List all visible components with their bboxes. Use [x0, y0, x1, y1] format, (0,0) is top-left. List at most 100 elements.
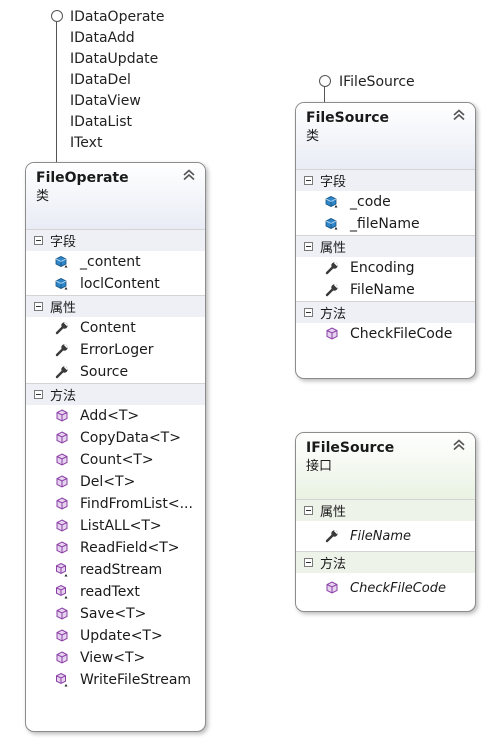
- collapse-toggle-icon[interactable]: [304, 176, 313, 185]
- method-cube-icon: [54, 540, 70, 556]
- property-item[interactable]: FileName: [296, 521, 475, 551]
- class-header[interactable]: FileOperate 类: [26, 163, 205, 229]
- method-cube-icon: [54, 496, 70, 512]
- private-method-cube-icon: [54, 584, 70, 600]
- method-cube-icon: [54, 518, 70, 534]
- method-item[interactable]: ReadField<T>: [26, 537, 205, 559]
- section-header-properties[interactable]: 属性: [26, 295, 205, 317]
- collapse-toggle-icon[interactable]: [304, 308, 313, 317]
- member-name: _code: [350, 194, 391, 210]
- field-item[interactable]: _fileName: [296, 213, 475, 235]
- field-item[interactable]: _content: [26, 251, 205, 273]
- collapse-toggle-icon[interactable]: [304, 558, 313, 567]
- interface-label: IFileSource: [339, 74, 415, 90]
- member-name: loclContent: [80, 276, 160, 292]
- method-cube-icon: [54, 430, 70, 446]
- method-cube-icon: [54, 452, 70, 468]
- double-chevron-up-icon[interactable]: [451, 108, 467, 122]
- member-name: Count<T>: [80, 452, 154, 468]
- interface-label: IText: [70, 135, 103, 151]
- method-item[interactable]: Add<T>: [26, 405, 205, 427]
- method-item[interactable]: FindFromList<...: [26, 493, 205, 515]
- class-title: FileOperate: [36, 170, 129, 186]
- method-cube-icon: [54, 408, 70, 424]
- method-item[interactable]: CheckFileCode: [296, 323, 475, 345]
- method-item[interactable]: CopyData<T>: [26, 427, 205, 449]
- collapse-toggle-icon[interactable]: [34, 236, 43, 245]
- method-item[interactable]: Update<T>: [26, 625, 205, 647]
- section-label: 方法: [320, 307, 347, 322]
- property-item[interactable]: Source: [26, 361, 205, 383]
- interface-header[interactable]: IFileSource 接口: [296, 433, 475, 499]
- method-item[interactable]: Count<T>: [26, 449, 205, 471]
- member-name: Save<T>: [80, 606, 147, 622]
- interface-title: IFileSource: [306, 440, 395, 456]
- member-name: Encoding: [350, 260, 415, 276]
- property-item[interactable]: Content: [26, 317, 205, 339]
- member-name: _content: [80, 254, 141, 270]
- property-item[interactable]: FileName: [296, 279, 475, 301]
- method-item[interactable]: ListALL<T>: [26, 515, 205, 537]
- property-item[interactable]: Encoding: [296, 257, 475, 279]
- wrench-icon: [324, 528, 340, 544]
- interface-lollipop-icon: [51, 10, 63, 22]
- section-header-properties[interactable]: 属性: [296, 235, 475, 257]
- class-header[interactable]: FileSource 类: [296, 103, 475, 169]
- file-operate-class-box[interactable]: FileOperate 类 字段 _content loclContent 属性…: [25, 162, 206, 732]
- wrench-icon: [54, 364, 70, 380]
- collapse-toggle-icon[interactable]: [34, 390, 43, 399]
- member-name: Add<T>: [80, 408, 140, 424]
- section-header-properties[interactable]: 属性: [296, 499, 475, 521]
- interface-label: IDataView: [70, 93, 141, 109]
- member-name: _fileName: [350, 216, 420, 232]
- method-item[interactable]: Save<T>: [26, 603, 205, 625]
- member-name: Del<T>: [80, 474, 136, 490]
- section-fields: 字段 _code _fileName: [296, 169, 475, 235]
- member-name: WriteFileStream: [80, 672, 192, 688]
- method-cube-icon: [324, 326, 340, 342]
- method-item[interactable]: CheckFileCode: [296, 573, 475, 603]
- collapse-toggle-icon[interactable]: [34, 302, 43, 311]
- interface-label: IDataAdd: [70, 30, 135, 46]
- section-header-fields[interactable]: 字段: [26, 229, 205, 251]
- property-item[interactable]: ErrorLoger: [26, 339, 205, 361]
- method-item[interactable]: WriteFileStream: [26, 669, 205, 691]
- member-name: View<T>: [80, 650, 146, 666]
- member-name: FindFromList<...: [80, 496, 193, 512]
- wrench-icon: [54, 342, 70, 358]
- class-kind: 类: [36, 189, 50, 204]
- section-methods: 方法 CheckFileCode: [296, 301, 475, 345]
- field-item[interactable]: _code: [296, 191, 475, 213]
- field-item[interactable]: loclContent: [26, 273, 205, 295]
- section-header-methods[interactable]: 方法: [296, 551, 475, 573]
- method-item[interactable]: readText: [26, 581, 205, 603]
- wrench-icon: [324, 282, 340, 298]
- member-name: ErrorLoger: [80, 342, 154, 358]
- collapse-toggle-icon[interactable]: [304, 242, 313, 251]
- section-properties: 属性 Content ErrorLoger Source: [26, 295, 205, 383]
- interface-label: IDataUpdate: [70, 51, 159, 67]
- method-item[interactable]: View<T>: [26, 647, 205, 669]
- method-cube-icon: [54, 606, 70, 622]
- section-header-methods[interactable]: 方法: [296, 301, 475, 323]
- section-properties: 属性 FileName: [296, 499, 475, 551]
- wrench-icon: [54, 320, 70, 336]
- section-label: 字段: [320, 175, 347, 190]
- double-chevron-up-icon[interactable]: [181, 168, 197, 182]
- member-name: FileName: [350, 528, 412, 544]
- member-name: Content: [80, 320, 136, 336]
- double-chevron-up-icon[interactable]: [451, 438, 467, 452]
- file-source-class-box[interactable]: FileSource 类 字段 _code _fileName 属性 Encod…: [295, 102, 476, 379]
- member-name: Source: [80, 364, 129, 380]
- collapse-toggle-icon[interactable]: [304, 506, 313, 515]
- section-label: 方法: [320, 557, 347, 572]
- section-header-fields[interactable]: 字段: [296, 169, 475, 191]
- interface-label: IDataDel: [70, 72, 131, 88]
- member-name: Update<T>: [80, 628, 163, 644]
- section-header-methods[interactable]: 方法: [26, 383, 205, 405]
- wrench-icon: [324, 260, 340, 276]
- ifile-source-interface-box[interactable]: IFileSource 接口 属性 FileName 方法 CheckFileC…: [295, 432, 476, 612]
- method-item[interactable]: readStream: [26, 559, 205, 581]
- section-properties: 属性 Encoding FileName: [296, 235, 475, 301]
- method-item[interactable]: Del<T>: [26, 471, 205, 493]
